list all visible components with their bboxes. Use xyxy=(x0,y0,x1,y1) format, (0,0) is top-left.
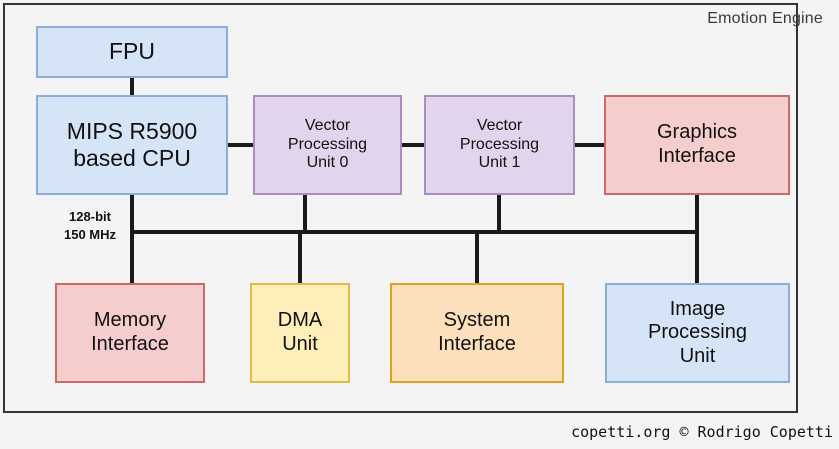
emotion-engine-title: Emotion Engine xyxy=(707,10,823,27)
block-dma-unit[interactable]: DMA Unit xyxy=(250,283,350,383)
block-graphics-interface[interactable]: Graphics Interface xyxy=(604,95,790,195)
connector-bus-system-interface xyxy=(475,232,479,285)
connector-fpu-cpu xyxy=(130,75,134,97)
block-image-processing-unit[interactable]: Image Processing Unit xyxy=(605,283,790,383)
bus-speed-caption: 128-bit 150 MHz xyxy=(63,209,117,242)
connector-cpu-bus xyxy=(130,193,134,285)
connector-cpu-vpu0 xyxy=(226,143,255,147)
main-bus-line xyxy=(130,230,699,234)
block-mips-r5900-cpu[interactable]: MIPS R5900 based CPU xyxy=(36,95,228,195)
connector-vpu1-graphics-interface xyxy=(573,143,606,147)
connector-bus-dma-unit xyxy=(298,232,302,285)
attribution-footer: copetti.org © Rodrigo Copetti xyxy=(571,423,833,441)
block-system-interface[interactable]: System Interface xyxy=(390,283,564,383)
connector-graphics-interface-bus xyxy=(695,193,699,285)
block-vector-processing-unit-1[interactable]: Vector Processing Unit 1 xyxy=(424,95,575,195)
connector-vpu0-bus xyxy=(303,193,307,234)
connector-vpu1-bus xyxy=(497,193,501,234)
block-vector-processing-unit-0[interactable]: Vector Processing Unit 0 xyxy=(253,95,402,195)
connector-vpu0-vpu1 xyxy=(400,143,426,147)
block-fpu[interactable]: FPU xyxy=(36,26,228,78)
block-memory-interface[interactable]: Memory Interface xyxy=(55,283,205,383)
